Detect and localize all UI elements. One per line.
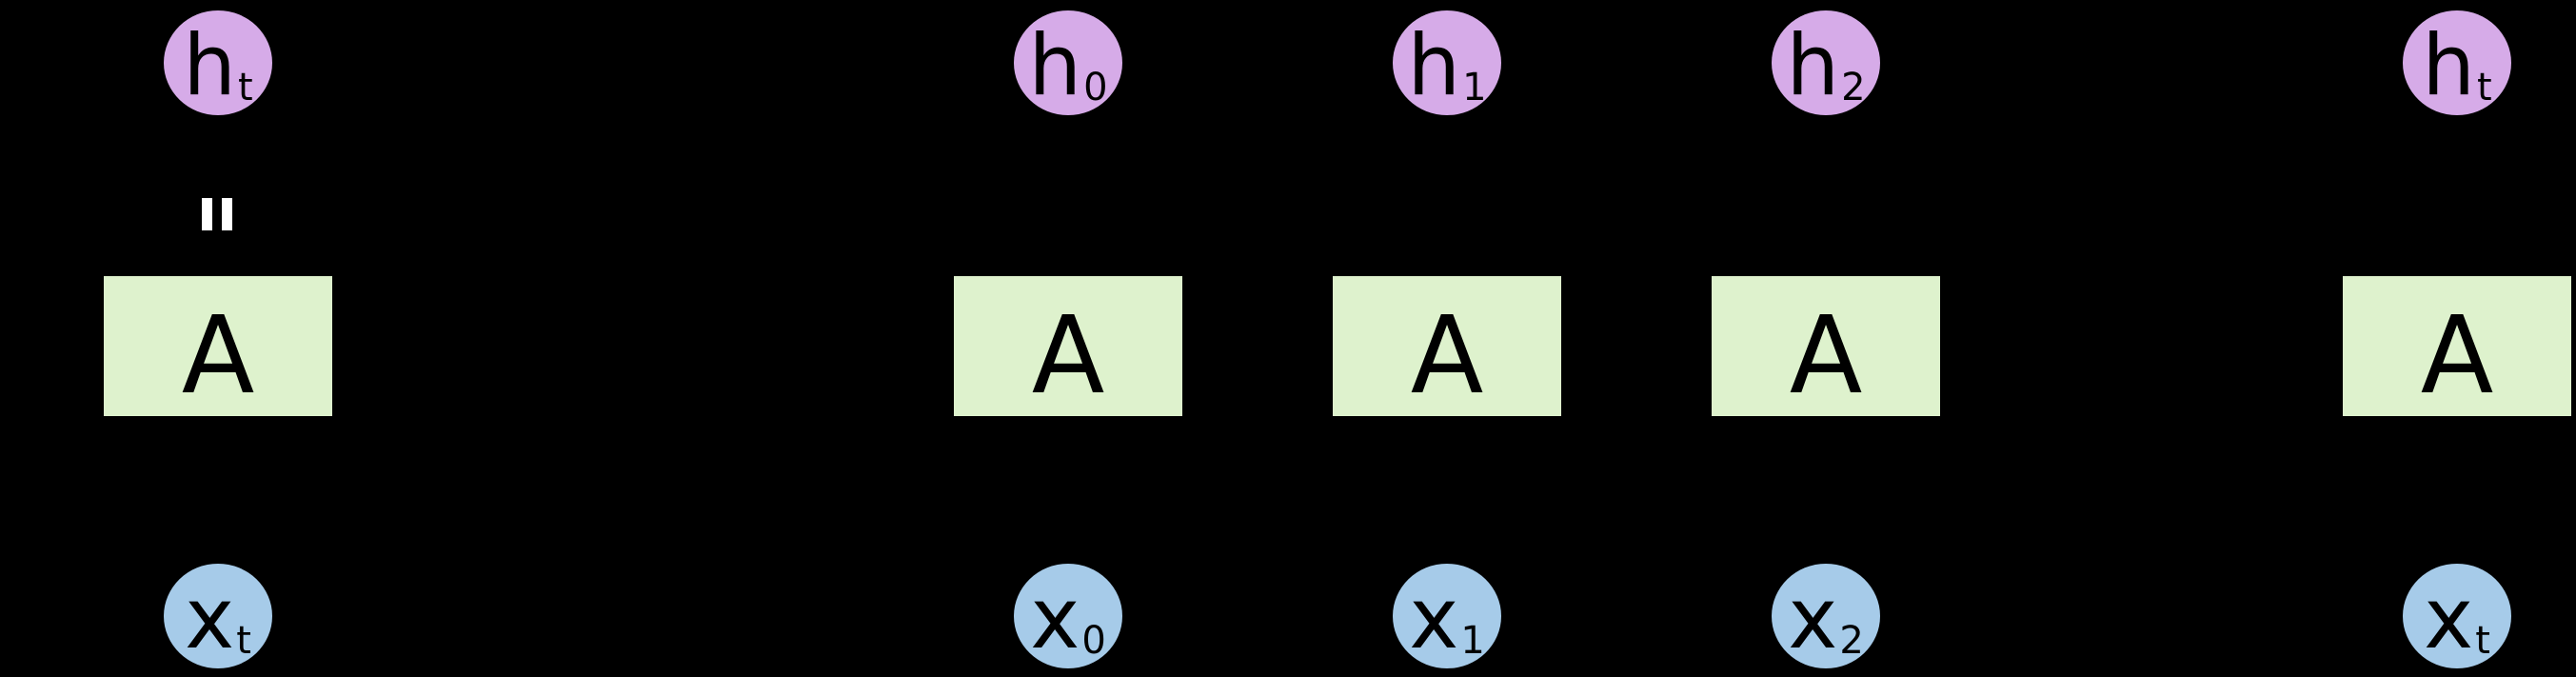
cell-box: A — [1333, 276, 1561, 416]
input-label: x 0 — [1030, 577, 1106, 661]
input-node: x 0 — [1014, 564, 1122, 668]
hidden-state-label: h 0 — [1028, 24, 1107, 108]
loop-crossing-bridge-right — [222, 198, 232, 230]
input-node: x t — [164, 564, 272, 668]
input-base: x — [1788, 569, 1838, 667]
hidden-state-node: h 2 — [1772, 10, 1880, 115]
cell-label: A — [1410, 293, 1484, 418]
hidden-state-node: h t — [2403, 10, 2511, 115]
hidden-state-label: h t — [2422, 24, 2491, 108]
input-node: x 1 — [1393, 564, 1501, 668]
cell-label: A — [181, 293, 255, 418]
hidden-state-base: h — [1407, 16, 1461, 114]
hidden-state-label: h 1 — [1407, 24, 1486, 108]
input-base: x — [2424, 569, 2474, 667]
hidden-state-node: h 1 — [1393, 10, 1501, 115]
input-base: x — [185, 569, 235, 667]
input-label: x t — [2424, 577, 2490, 661]
hidden-state-base: h — [1786, 16, 1840, 114]
input-node: x t — [2403, 564, 2511, 668]
cell-box: A — [104, 276, 332, 416]
cell-box: A — [1712, 276, 1940, 416]
input-subscript: 2 — [1839, 619, 1864, 663]
input-subscript: 0 — [1081, 619, 1106, 663]
cell-box: A — [2343, 276, 2571, 416]
input-base: x — [1409, 569, 1459, 667]
input-subscript: t — [2475, 619, 2490, 663]
input-base: x — [1030, 569, 1080, 667]
hidden-state-label: h t — [183, 24, 252, 108]
hidden-state-subscript: 1 — [1462, 66, 1487, 110]
cell-label: A — [1789, 293, 1863, 418]
hidden-state-subscript: 0 — [1083, 66, 1108, 110]
cell-label: A — [2420, 293, 2494, 418]
input-subscript: 1 — [1460, 619, 1485, 663]
input-label: x 1 — [1409, 577, 1485, 661]
input-label: x t — [185, 577, 251, 661]
input-subscript: t — [236, 619, 251, 663]
loop-crossing-bridge-left — [202, 198, 212, 230]
hidden-state-subscript: t — [238, 66, 253, 110]
hidden-state-subscript: 2 — [1841, 66, 1866, 110]
cell-box: A — [954, 276, 1182, 416]
hidden-state-label: h 2 — [1786, 24, 1865, 108]
hidden-state-node: h t — [164, 10, 272, 115]
input-node: x 2 — [1772, 564, 1880, 668]
hidden-state-subscript: t — [2477, 66, 2492, 110]
input-label: x 2 — [1788, 577, 1864, 661]
hidden-state-base: h — [183, 16, 237, 114]
hidden-state-node: h 0 — [1014, 10, 1122, 115]
cell-label: A — [1031, 293, 1105, 418]
hidden-state-base: h — [2422, 16, 2476, 114]
hidden-state-base: h — [1028, 16, 1082, 114]
